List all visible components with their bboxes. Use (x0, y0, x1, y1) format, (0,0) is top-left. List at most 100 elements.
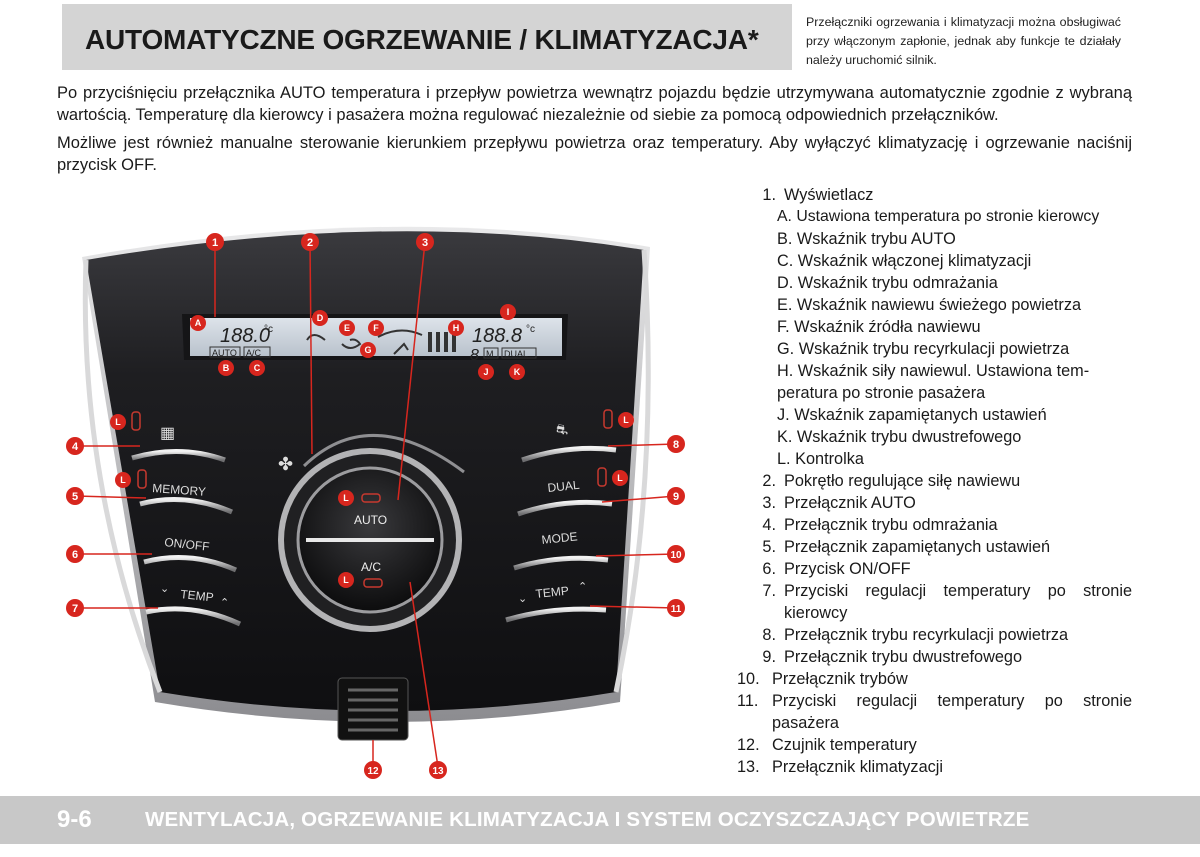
air-source-indicator-icon (377, 329, 423, 338)
defrost-button[interactable]: ▦ (131, 425, 226, 463)
temp-down-icon: ⌄ (518, 593, 527, 605)
legend-number: 4. (762, 516, 776, 534)
callout-H: H (453, 323, 460, 333)
legend-text: Przycisk ON/OFF (784, 560, 911, 578)
temperature-sensor-grille (337, 677, 409, 741)
dual-button[interactable]: DUAL (517, 478, 613, 517)
legend-item-6: 6. Przycisk ON/OFF (736, 558, 1132, 580)
temp-left-button[interactable]: ⌄ TEMP ⌃ (145, 583, 242, 627)
callout-C: C (254, 363, 261, 373)
defrost-indicator-icon (306, 334, 326, 341)
callout-L-auto: L (343, 493, 349, 503)
temp-right-button[interactable]: ⌄ TEMP ⌃ (505, 581, 607, 623)
temp-up-icon: ⌃ (578, 581, 587, 593)
legend-sub-A: A. Ustawiona temperatura po stronie kier… (777, 208, 1100, 225)
callout-A: A (195, 318, 202, 328)
fan-speed-arc (302, 434, 465, 474)
page-number: 9-6 (57, 806, 92, 833)
airflow-person-icon (393, 342, 409, 355)
legend-number: 5. (762, 538, 776, 556)
svg-text:A/C: A/C (361, 560, 381, 574)
legend-number: 11. (737, 692, 759, 710)
legend-number: 7. (762, 582, 776, 600)
legend-item-10: 10.Przełącznik trybów (736, 668, 1132, 690)
fan-level-indicator-icon (428, 332, 456, 352)
header-note: Przełączniki ogrzewania i klimatyzacji m… (806, 15, 1121, 67)
legend-text: Wyświetlacz (784, 186, 874, 204)
fan-speed-knob[interactable] (278, 448, 462, 632)
legend-number: 3. (762, 494, 776, 512)
svg-text:MEMORY: MEMORY (152, 481, 207, 499)
legend-number: 6. (762, 560, 776, 578)
legend-item-3: 3.Przełącznik AUTO (736, 492, 1132, 514)
m-tag: M (486, 349, 494, 359)
memory-digit: 8 (470, 347, 479, 364)
callout-1: 1 (212, 237, 218, 249)
legend-item-12: 12.Czujnik temperatury (736, 734, 1132, 756)
defrost-icon: ▦ (160, 425, 175, 442)
callout-12: 12 (367, 766, 379, 777)
legend-item-5: 5.Przełącznik zapamiętanych ustawień (736, 536, 1132, 558)
legend-number: 1. (762, 186, 776, 204)
legend-sub-B: B. Wskaźnik trybu AUTO (777, 230, 956, 248)
legend-list: 1. Wyświetlacz A. Ustawiona temperatura p… (736, 184, 1132, 778)
callout-7: 7 (72, 603, 78, 615)
legend-sub-G: G. Wskaźnik trybu recyrkulacji powietrza (777, 340, 1070, 358)
callout-F: F (373, 323, 379, 333)
legend-sub-H: H. Wskaźnik siły nawiewul. Ustawiona tem… (777, 362, 1090, 380)
svg-text:AUTO: AUTO (354, 513, 387, 527)
callout-11: 11 (671, 604, 682, 615)
legend-number: 13. (737, 758, 760, 776)
legend-text: Przełącznik trybu dwustrefowego (784, 648, 1022, 666)
callout-6: 6 (72, 549, 78, 561)
footer-bar (0, 796, 1200, 844)
callout-L-dual: L (617, 473, 623, 483)
callout-L-ac: L (343, 575, 349, 585)
legend-item-7: 7.Przyciski regulacji temperatury po str… (736, 580, 1132, 624)
callout-9: 9 (673, 491, 679, 503)
legend-text: Przełącznik trybów (772, 670, 908, 688)
ac-tag: A/C (246, 348, 262, 358)
legend-text: Przełącznik trybu recyrkulacji powietrza (784, 626, 1069, 644)
callout-5: 5 (72, 491, 78, 503)
fan-icon: ✤ (278, 454, 293, 474)
auto-tag: AUTO (212, 348, 237, 358)
legend-text: Przyciski regulacji temperatury po stron… (772, 692, 1132, 732)
memory-button[interactable]: MEMORY (139, 481, 233, 515)
intro-paragraph: Po przyciśnięciu przełącznika AUTO tempe… (57, 84, 1132, 124)
mode-button[interactable]: MODE (513, 529, 609, 571)
callout-13: 13 (432, 766, 444, 777)
recirculation-button[interactable]: ⛐ (521, 421, 617, 463)
callout-L-memory: L (120, 475, 126, 485)
legend-sub-J: J. Wskaźnik zapamiętanych ustawień (777, 406, 1047, 424)
legend-text: Czujnik temperatury (772, 736, 917, 754)
page-title: AUTOMATYCZNE OGRZEWANIE / KLIMATYZACJA* (85, 24, 759, 55)
svg-text:TEMP: TEMP (180, 587, 215, 604)
header-bar (62, 4, 792, 70)
legend-number: 9. (762, 648, 776, 666)
right-unit: °c (526, 324, 535, 335)
legend-item-4: 4.Przełącznik trybu odmrażania (736, 514, 1132, 536)
auto-button[interactable]: AUTO (354, 493, 387, 527)
legend-sub-K: K. Wskaźnik trybu dwustrefowego (777, 428, 1022, 446)
manual-paragraph: Możliwe jest również manualne sterowanie… (57, 134, 1132, 174)
legend-sub-F: F. Wskaźnik źródła nawiewu (777, 318, 981, 336)
legend-text: Pokrętło regulujące siłę nawiewu (784, 472, 1021, 490)
svg-text:TEMP: TEMP (535, 584, 570, 601)
legend-text: Przełącznik klimatyzacji (772, 758, 943, 776)
legend-sub-C: C. Wskaźnik włączonej klimatyzacji (777, 252, 1032, 270)
callout-D: D (317, 313, 324, 323)
recirculation-icon: ⛐ (556, 421, 568, 437)
legend-item-11: 11. Przyciski regulacji temperatury po st… (736, 690, 1132, 734)
legend-item-13: 13. Przełącznik klimatyzacji (736, 756, 1132, 778)
lcd-display: 188.0 °c AUTO A/C ✽ 188.8 °c 8 M DUAL (182, 314, 568, 364)
svg-text:DUAL: DUAL (547, 478, 581, 495)
callout-2: 2 (307, 237, 313, 249)
onoff-button[interactable]: ON/OFF (143, 535, 237, 573)
callout-G: G (364, 345, 371, 355)
right-temperature: 188.8 (472, 325, 522, 347)
callout-4: 4 (72, 441, 79, 453)
callout-L-defrost: L (115, 417, 121, 427)
legend-item-1: 1. Wyświetlacz (736, 184, 1132, 206)
ac-button[interactable]: A/C (361, 560, 383, 588)
